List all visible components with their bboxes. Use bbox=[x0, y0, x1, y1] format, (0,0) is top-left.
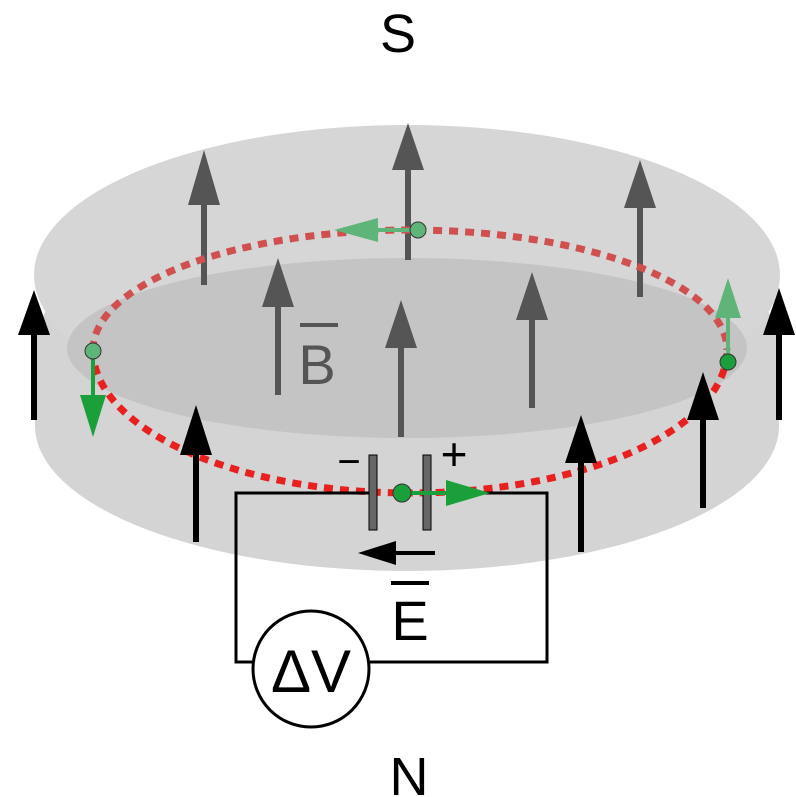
b-field-arrow-gray-3 bbox=[624, 160, 656, 297]
b-field-label: B bbox=[298, 333, 335, 396]
south-pole-label: S bbox=[380, 4, 416, 64]
charge-front bbox=[392, 480, 490, 506]
b-field-arrow-left-edge bbox=[18, 290, 50, 420]
b-field-arrow-gray-2 bbox=[392, 123, 424, 260]
outer-field-arrows-front bbox=[180, 372, 719, 552]
b-field-arrow-gray-5 bbox=[385, 300, 417, 437]
b-field-arrow-gray-6 bbox=[516, 272, 548, 408]
b-field-arrow-gray-1 bbox=[188, 150, 220, 285]
e-field-label-group: E bbox=[391, 581, 429, 652]
charges bbox=[80, 218, 741, 506]
charge-left bbox=[80, 342, 106, 437]
charge-top bbox=[334, 218, 427, 242]
b-field-arrow-gray-4 bbox=[262, 258, 294, 395]
e-field-label: E bbox=[391, 589, 428, 652]
north-pole-label: N bbox=[390, 747, 429, 797]
inner-field-arrows bbox=[188, 123, 656, 437]
voltmeter-circle-icon: ΔV bbox=[251, 609, 371, 729]
b-field-arrow-right-edge bbox=[763, 288, 795, 420]
b-field-label-group: B bbox=[298, 323, 338, 396]
outer-field-arrows-back bbox=[18, 288, 795, 420]
b-field-arrow-black-3 bbox=[687, 372, 719, 508]
plus-terminal-label: + bbox=[441, 428, 468, 480]
minus-terminal-label: − bbox=[337, 440, 360, 484]
charge-right bbox=[715, 278, 741, 371]
b-field-arrow-black-2 bbox=[565, 415, 597, 552]
b-field-arrow-black-1 bbox=[180, 405, 212, 542]
voltmeter-label: ΔV bbox=[271, 638, 351, 705]
e-field-arrow bbox=[358, 541, 435, 565]
